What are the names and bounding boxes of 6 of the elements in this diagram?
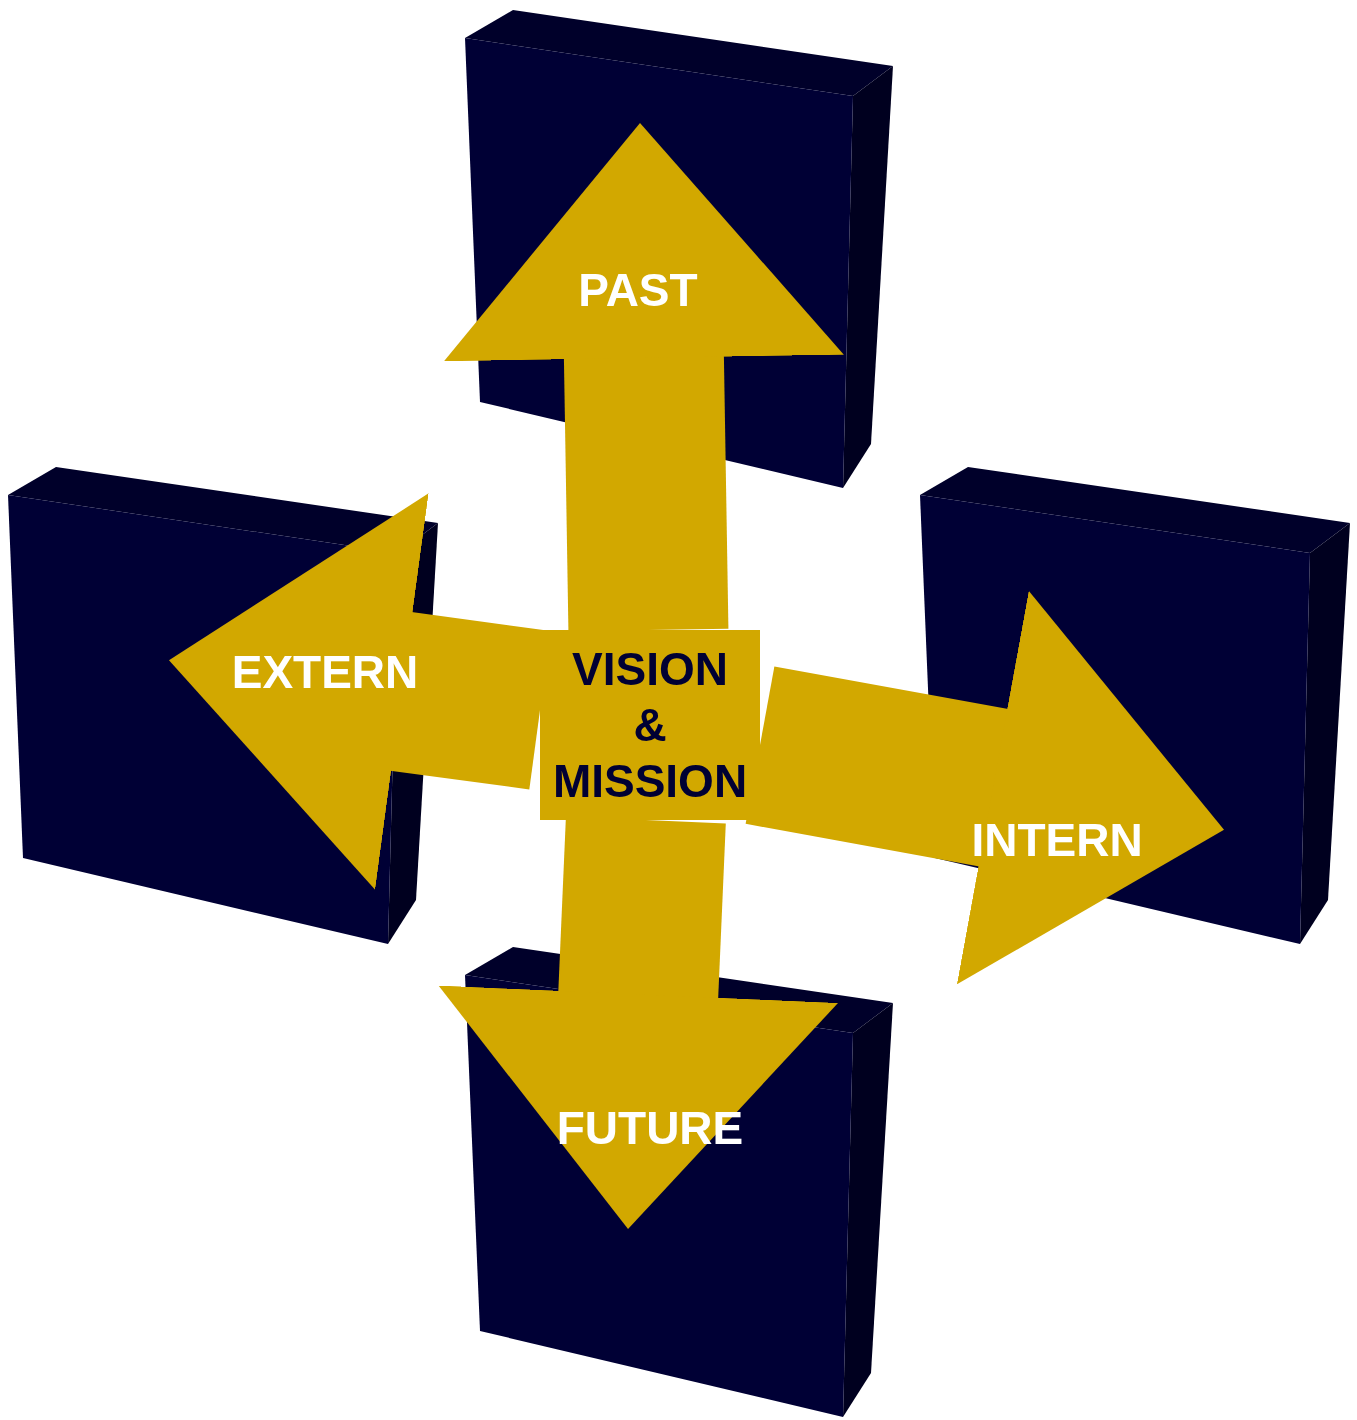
- edge-label: PAST: [578, 263, 698, 317]
- arrow: [443, 123, 844, 632]
- center-title: VISION & MISSION: [551, 641, 749, 810]
- center-panel: [540, 630, 760, 820]
- edge-label: EXTERN: [231, 645, 419, 699]
- edge-label: INTERN: [971, 813, 1143, 867]
